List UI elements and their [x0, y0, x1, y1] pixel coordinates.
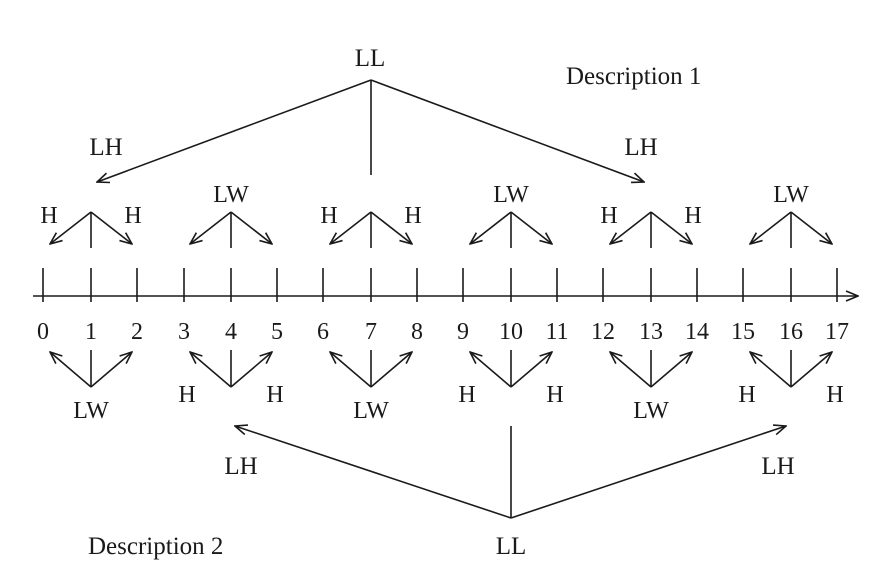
top-branch-right-arrow	[510, 211, 552, 244]
bottom-root-left-arrow	[235, 426, 512, 519]
top-branch-left-arrow	[610, 211, 652, 244]
axis-tick-label-12: 12	[591, 319, 615, 345]
bottom-root-right-arrow	[510, 426, 786, 519]
axis-tick-label-17: 17	[825, 319, 849, 345]
bottom-branch-left-arrow	[470, 352, 512, 388]
bottom-branch-right-label: H	[826, 382, 843, 408]
axis-tick-label-3: 3	[178, 319, 190, 345]
top-branch-right-arrow	[370, 211, 412, 244]
axis-tick-label-9: 9	[457, 319, 469, 345]
top-branch-left-label: H	[40, 203, 57, 229]
axis-tick-label-13: 13	[639, 319, 663, 345]
axis-tick-label-15: 15	[731, 319, 755, 345]
axis-tick-label-7: 7	[365, 319, 377, 345]
bottom-branch-center-label: LW	[633, 398, 669, 424]
axis-tick-label-8: 8	[411, 319, 423, 345]
axis-tick-label-11: 11	[545, 319, 568, 345]
bottom-branch-groups: LW H H LW H H LW H H	[50, 350, 844, 424]
top-root-left-arrow	[97, 79, 372, 182]
bottom-right-lh-label: LH	[761, 453, 794, 480]
top-branch-left-arrow	[750, 211, 792, 244]
bottom-branch-left-label: H	[458, 382, 475, 408]
axis-tick-label-5: 5	[271, 319, 283, 345]
axis-tick-label-0: 0	[37, 319, 49, 345]
bottom-branch-right-arrow	[790, 352, 832, 388]
bottom-branch-center-label: LW	[353, 398, 389, 424]
bottom-root-label: LL	[496, 533, 527, 560]
bottom-branch-right-arrow	[510, 352, 552, 388]
description-1-label: Description 1	[566, 63, 701, 90]
axis-tick-label-1: 1	[85, 319, 97, 345]
top-branch-left-arrow	[190, 211, 232, 244]
bottom-branch-center-label: LW	[73, 398, 109, 424]
description-2-label: Description 2	[88, 533, 223, 560]
bottom-branch-left-label: H	[738, 382, 755, 408]
bottom-branch-left-arrow	[610, 352, 652, 388]
top-branch-groups: H H LW H H LW H H LW	[40, 182, 832, 248]
top-branch-left-arrow	[330, 211, 372, 244]
top-branch-left-arrow	[50, 211, 92, 244]
bottom-branch-left-arrow	[750, 352, 792, 388]
top-root-right-arrow	[370, 79, 644, 182]
bottom-branch-right-arrow	[370, 352, 412, 388]
top-branch-left-label: H	[320, 203, 337, 229]
bottom-branch-right-arrow	[90, 352, 132, 388]
axis-tick-label-10: 10	[499, 319, 523, 345]
top-branch-right-label: H	[124, 203, 141, 229]
top-left-lh-label: LH	[89, 134, 122, 161]
bottom-branch-left-arrow	[330, 352, 372, 388]
top-branch-right-arrow	[90, 211, 132, 244]
bottom-branch-right-arrow	[650, 352, 692, 388]
bottom-branch-right-arrow	[230, 352, 272, 388]
bottom-branch-left-label: H	[178, 382, 195, 408]
axis-tick-label-4: 4	[225, 319, 237, 345]
top-branch-right-arrow	[650, 211, 692, 244]
axis-tick-label-6: 6	[317, 319, 329, 345]
top-branch-left-arrow	[470, 211, 512, 244]
axis-tick-label-2: 2	[131, 319, 143, 345]
top-branch-left-label: H	[600, 203, 617, 229]
axis-tick-label-14: 14	[685, 319, 709, 345]
top-branch-right-arrow	[790, 211, 832, 244]
top-right-lh-label: LH	[624, 134, 657, 161]
top-branch-right-label: H	[404, 203, 421, 229]
bottom-left-lh-label: LH	[224, 453, 257, 480]
bottom-branch-left-arrow	[190, 352, 232, 388]
axis-tick-label-16: 16	[779, 319, 803, 345]
bottom-branch-right-label: H	[546, 382, 563, 408]
top-branch-center-label: LW	[213, 182, 249, 208]
bottom-branch-right-label: H	[266, 382, 283, 408]
top-branch-center-label: LW	[773, 182, 809, 208]
bottom-branch-left-arrow	[50, 352, 92, 388]
top-root-label: LL	[355, 45, 386, 72]
top-branch-right-arrow	[230, 211, 272, 244]
top-branch-right-label: H	[684, 203, 701, 229]
top-branch-center-label: LW	[493, 182, 529, 208]
